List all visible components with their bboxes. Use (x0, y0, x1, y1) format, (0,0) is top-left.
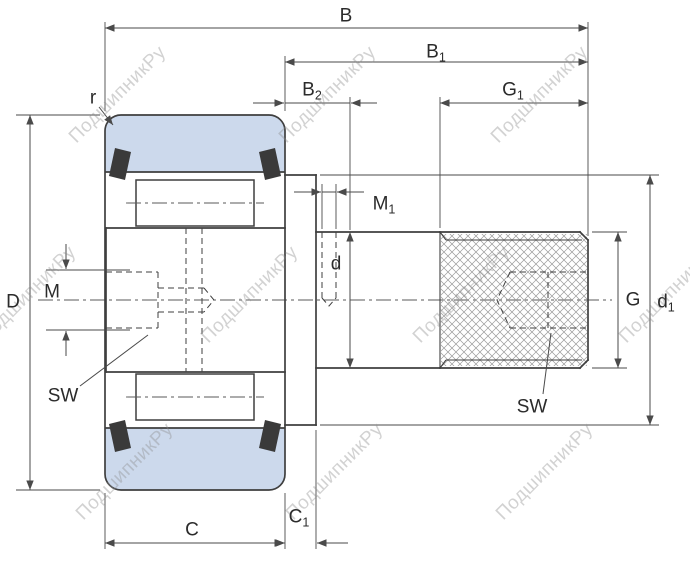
needle-rollers (126, 179, 264, 421)
dimension-lines (26, 24, 654, 547)
dim-label-SW-right: SW (516, 396, 548, 418)
dim-label-C1: C1 (288, 506, 310, 529)
seal-shapes (109, 148, 281, 452)
dim-label-G: G (625, 289, 641, 311)
thread-section (439, 230, 590, 370)
dim-label-SW-left: SW (47, 385, 79, 407)
stud-body (105, 174, 441, 426)
dim-label-M: M (44, 281, 60, 303)
dim-label-d: d (330, 253, 342, 275)
dim-label-B2: B2 (302, 79, 322, 102)
dim-label-r: r (89, 87, 97, 109)
dim-label-B: B (339, 5, 353, 27)
dim-label-d1: d1 (657, 291, 675, 314)
dim-label-D: D (6, 291, 20, 313)
dim-label-G1: G1 (502, 79, 524, 102)
dim-label-C: C (185, 519, 199, 541)
hidden-detail-lines (106, 228, 586, 372)
dim-label-M1: M1 (372, 193, 396, 216)
dim-label-B1: B1 (426, 41, 446, 64)
roller-outer-ring (104, 114, 286, 491)
